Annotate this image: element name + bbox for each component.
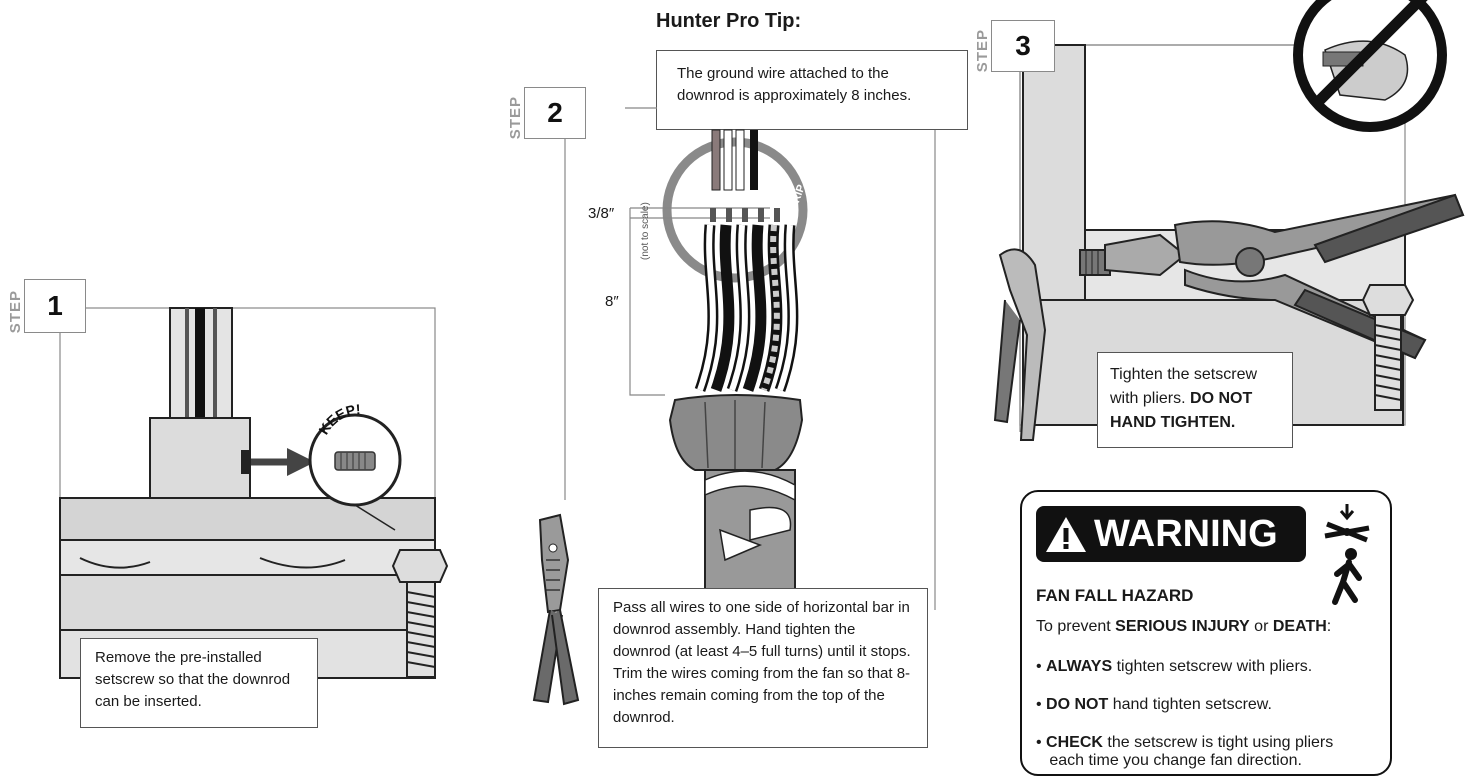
svg-text:CUT: CUT: [690, 168, 709, 194]
svg-text:& STRIP: & STRIP: [782, 183, 808, 228]
step-3-callout: Tighten the setscrew with pliers. DO NOT…: [1097, 352, 1293, 448]
warning-intro: To prevent SERIOUS INJURY or DEATH:: [1036, 618, 1332, 635]
warning-bullet: • ALWAYS tighten setscrew with pliers.: [1036, 658, 1313, 675]
step-3-callout-plain: Tighten the setscrew with pliers.: [1110, 366, 1258, 407]
step-2-illustration: [532, 107, 936, 706]
measure-small: 3/8″: [588, 205, 615, 222]
step-3-tag: STEP 3: [974, 20, 1055, 72]
keep-badge: KEEP!: [315, 401, 361, 437]
wire-strippers-icon: [532, 513, 580, 706]
warning-title: WARNING: [1094, 512, 1278, 555]
step-word: STEP: [507, 95, 524, 139]
step-1-illustration: [59, 307, 449, 679]
step-word: STEP: [7, 289, 24, 333]
step-1-tag: STEP 1: [7, 279, 86, 333]
pliers-icon: [1104, 193, 1465, 360]
pro-tip-callout: The ground wire attached to the downrod …: [656, 50, 968, 130]
measure-large: 8″: [605, 293, 619, 310]
falling-fan-icon: [1324, 504, 1370, 605]
step-3-illustration: [993, 0, 1465, 441]
svg-text:KEEP!: KEEP!: [315, 401, 361, 437]
step-3-callout-bold: DO NOT HAND TIGHTEN.: [1110, 390, 1253, 431]
step-number: 3: [991, 20, 1055, 72]
step-2-tag: STEP 2: [507, 87, 586, 139]
warning-panel: WARNING FAN FALL HAZARD To prevent SERIO…: [1020, 490, 1392, 776]
no-hand-icon: [1293, 0, 1447, 132]
warning-bullet: • CHECK the setscrew is tight using plie…: [1036, 734, 1334, 769]
cut-strip-labels: CUT & STRIP: [690, 168, 808, 228]
warning-triangle-icon: [1046, 517, 1086, 552]
scale-note: (not to scale): [640, 202, 651, 260]
warning-bullet: • DO NOT hand tighten setscrew.: [1036, 696, 1272, 713]
pro-tip-heading: Hunter Pro Tip:: [656, 10, 802, 32]
warning-banner: WARNING: [1036, 506, 1306, 562]
step-2-callout: Pass all wires to one side of horizontal…: [598, 588, 928, 748]
step-word: STEP: [974, 28, 991, 72]
step-number: 2: [524, 87, 586, 139]
bolt-icon: [391, 549, 449, 678]
step-1-callout: Remove the pre-installed setscrew so tha…: [80, 638, 318, 728]
hazard-label: FAN FALL HAZARD: [1036, 586, 1194, 605]
step-number: 1: [24, 279, 86, 333]
